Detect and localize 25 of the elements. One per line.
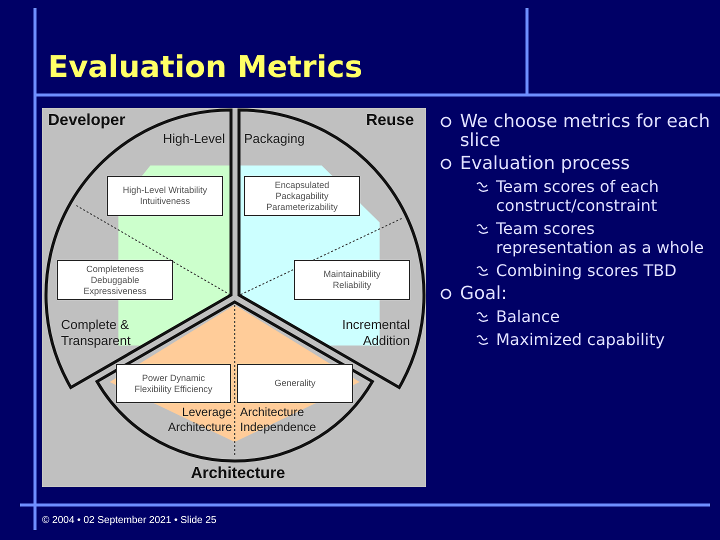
- metric-box: Power Dynamic Flexibility Efficiency: [116, 364, 231, 403]
- footer-text: © 2004 • 02 September 2021 • Slide 25: [42, 515, 216, 526]
- perspective-label: Developer: [48, 112, 126, 130]
- bullet-text: Goal:: [460, 284, 508, 303]
- bullet-text: Team scores of each construct/constraint: [496, 177, 660, 215]
- sector-label: Incremental Addition: [341, 317, 410, 349]
- sector-label: High-Level: [162, 131, 225, 147]
- sector-label: Complete & Transparent: [60, 317, 132, 349]
- metric-box: Generality: [236, 364, 353, 403]
- metric-box: Maintainability Reliability: [294, 260, 410, 300]
- slide-title: Evaluation Metrics: [48, 50, 362, 85]
- sector-label: Packaging: [244, 131, 306, 147]
- bullet-text: Evaluation process: [460, 154, 631, 173]
- bullet-text: Maximized capability: [496, 330, 666, 349]
- sector-label: Leverage Architecture: [166, 405, 232, 435]
- metric-box: Encapsulated Packagability Parameterizability: [244, 176, 360, 216]
- bullet-text: Team scores representation as a whole: [496, 219, 705, 257]
- metric-box: Completeness Debuggable Expressiveness: [56, 260, 173, 300]
- sector-label: Architecture Independence: [240, 405, 318, 435]
- perspective-label: Reuse: [366, 112, 414, 130]
- bullet-text: Balance: [496, 307, 561, 326]
- perspective-label: Architecture: [190, 465, 286, 483]
- metric-box: High-Level Writability Intuitiveness: [106, 176, 223, 216]
- bullet-text: Combining scores TBD: [496, 261, 678, 280]
- bullet-text: We choose metrics for each slice: [460, 112, 711, 150]
